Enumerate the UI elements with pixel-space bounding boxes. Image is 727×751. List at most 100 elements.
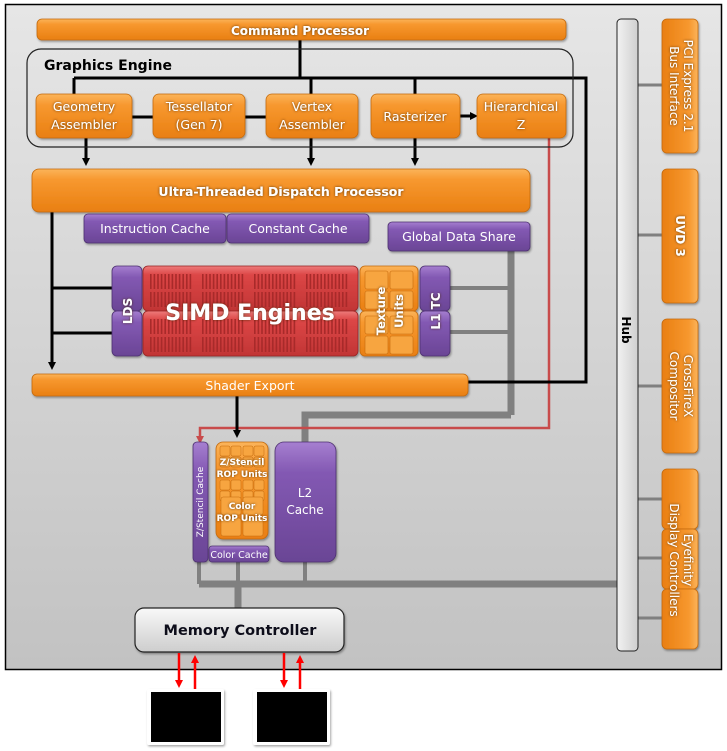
simd-lane <box>316 319 319 334</box>
rop-cell-pattern <box>219 445 265 537</box>
simd-lane <box>275 319 278 334</box>
simd-lane <box>272 337 274 352</box>
simd-lane <box>234 319 236 334</box>
constant-cache-block <box>226 213 370 244</box>
simd-lane <box>286 337 288 352</box>
simd-lane <box>331 274 333 289</box>
simd-lane <box>153 274 156 289</box>
crossfire-label-2: Compositor <box>667 352 681 421</box>
simd-lane <box>334 337 337 352</box>
simd-lane <box>282 337 285 352</box>
simd-lane <box>202 319 204 334</box>
simd-lane <box>153 292 156 307</box>
crossfire-label-1: CrossFireX <box>681 355 695 418</box>
simd-lane <box>241 319 244 334</box>
simd-lane <box>290 319 292 334</box>
control-lines <box>48 40 588 438</box>
simd-lane <box>334 319 337 334</box>
simd-lane <box>320 292 322 307</box>
color-rop-cell <box>220 496 242 516</box>
simd-lane <box>324 274 326 289</box>
simd-lane <box>216 337 218 352</box>
simd-lane <box>306 274 308 289</box>
simd-lane <box>275 274 278 289</box>
simd-lane <box>150 319 152 334</box>
z-stencil-cache-block <box>192 441 209 563</box>
texture-units-label-1: Texture <box>374 286 388 335</box>
tessellator-label-2: (Gen 7) <box>176 117 223 132</box>
simd-lane <box>171 337 174 352</box>
color-rop-label-1: Color <box>229 502 256 512</box>
simd-lane <box>157 319 159 334</box>
simd-lane <box>234 292 236 307</box>
hub-label: Hub <box>619 316 633 344</box>
simd-lane <box>257 319 260 334</box>
simd-lane <box>331 292 333 307</box>
simd-lane <box>313 319 315 334</box>
simd-lane <box>286 292 288 307</box>
rop-cell <box>219 479 231 491</box>
lds-block-bottom <box>111 310 143 357</box>
tessellator-block <box>152 93 246 139</box>
simd-lane <box>275 292 278 307</box>
simd-lane <box>150 274 152 289</box>
simd-lane <box>257 292 260 307</box>
simd-lane <box>306 292 308 307</box>
texture-unit-cell <box>389 315 414 335</box>
simd-lane <box>220 292 222 307</box>
simd-lane <box>241 292 244 307</box>
simd-lane <box>205 292 208 307</box>
texture-unit-cell <box>389 290 414 310</box>
simd-lane <box>227 319 229 334</box>
eyefinity-label-1: Eyefinity <box>681 534 695 586</box>
simd-lane <box>205 337 208 352</box>
simd-lane <box>316 274 319 289</box>
simd-lane <box>186 337 188 352</box>
pci-express-label-1: PCI Express 2.1 <box>681 40 695 133</box>
simd-lane <box>327 337 330 352</box>
simd-lane <box>331 319 333 334</box>
hierarchical-z-label-2: Z <box>517 117 526 132</box>
simd-lane <box>230 292 233 307</box>
simd-lane <box>182 292 184 307</box>
constant-cache-label: Constant Cache <box>248 221 347 236</box>
color-cache-block <box>208 545 270 563</box>
simd-lane <box>241 274 244 289</box>
simd-lane <box>293 274 296 289</box>
simd-lane <box>209 274 211 289</box>
simd-lane <box>186 292 188 307</box>
rop-cell <box>230 456 242 468</box>
simd-lane <box>168 337 170 352</box>
simd-lane <box>254 337 256 352</box>
simd-lane <box>342 319 344 334</box>
simd-lane <box>309 337 312 352</box>
simd-lane <box>264 337 267 352</box>
command-processor <box>36 18 567 41</box>
simd-lane <box>345 274 348 289</box>
simd-lane <box>306 337 308 352</box>
simd-lane <box>182 319 184 334</box>
simd-lane <box>338 292 340 307</box>
l1-tc-label: L1 TC <box>429 292 443 329</box>
simd-lane <box>189 274 192 289</box>
simd-lane <box>150 337 152 352</box>
texture-unit-cell <box>364 290 389 310</box>
rop-cell <box>253 456 265 468</box>
global-data-share-block <box>387 221 531 252</box>
simd-lane <box>282 292 285 307</box>
simd-lane <box>272 319 274 334</box>
simd-lane <box>171 292 174 307</box>
simd-lane <box>261 274 263 289</box>
simd-lane <box>153 337 156 352</box>
simd-lane <box>331 337 333 352</box>
simd-lane <box>338 274 340 289</box>
simd-lane <box>220 274 222 289</box>
simd-lane <box>160 337 163 352</box>
simd-lane <box>254 319 256 334</box>
vertex-assembler-block <box>265 93 359 139</box>
display-controller-3 <box>661 588 699 650</box>
simd-lane <box>164 292 166 307</box>
simd-lane <box>309 274 312 289</box>
simd-lane <box>157 337 159 352</box>
